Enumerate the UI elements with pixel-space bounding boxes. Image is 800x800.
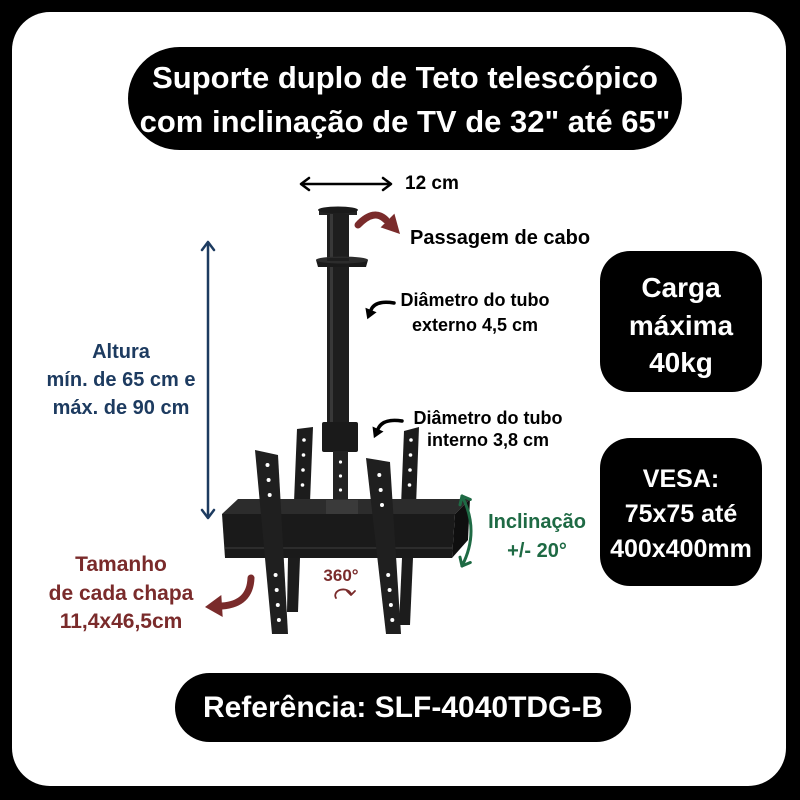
tilt-arrow xyxy=(458,494,473,568)
outer-tube-label-value: externo 4,5 cm xyxy=(411,315,539,335)
cable-pass-disc xyxy=(316,256,368,267)
crossbar xyxy=(222,499,470,558)
tilt-label-value: +/- 20° xyxy=(507,540,567,562)
inner-tube-label-value: interno 3,8 cm xyxy=(426,430,550,450)
outer-tube-label-title: Diâmetro do tubo xyxy=(400,290,550,310)
plate-size-label: Tamanho de cada chapa 11,4x46,5cm xyxy=(21,551,221,637)
vesa-line-2: 75x75 até xyxy=(624,500,738,528)
cable-pass-arrow xyxy=(354,211,400,234)
max-load-badge: Carga máxima 40kg xyxy=(600,251,762,392)
inner-tube-label: Diâmetro do tubo interno 3,8 cm xyxy=(408,407,568,451)
plate-size-label-value: 11,4x46,5cm xyxy=(59,610,183,633)
front-plate-holes xyxy=(265,463,395,622)
title-line-2: com inclinação de TV de 32" até 65" xyxy=(139,104,671,139)
vesa-line-1: VESA: xyxy=(642,465,720,493)
inner-tube xyxy=(333,451,348,503)
back-left-plate xyxy=(294,427,313,502)
inner-tube-label-title: Diâmetro do tubo xyxy=(413,408,563,428)
tilt-label: Inclinação +/- 20° xyxy=(477,508,597,566)
height-dimension-arrow xyxy=(200,240,216,520)
max-load-line-2: máxima xyxy=(628,309,734,341)
height-label-title: Altura xyxy=(92,341,150,363)
width-label: 12 cm xyxy=(405,173,459,194)
front-left-plate xyxy=(255,450,288,634)
inner-tube-arrow xyxy=(372,418,404,439)
max-load-value: 40kg xyxy=(649,347,713,378)
rotation-label: 360° xyxy=(323,566,359,585)
rotate-360-icon xyxy=(334,588,356,599)
title-line-1: Suporte duplo de Teto telescópico xyxy=(152,60,658,95)
height-label-max: máx. de 90 cm xyxy=(52,397,190,419)
outer-tube xyxy=(327,214,349,424)
back-right-leg xyxy=(399,558,413,625)
reference-banner: Referência: SLF-4040TDG-B xyxy=(175,673,631,742)
product-mount-illustration xyxy=(222,206,470,634)
vesa-badge: VESA: 75x75 até 400x400mm xyxy=(600,438,762,586)
plate-size-arrow xyxy=(205,574,255,617)
height-label-min: mín. de 65 cm e xyxy=(46,369,196,391)
outer-tube-arrow xyxy=(365,300,396,320)
tube-coupling xyxy=(322,422,358,452)
ceiling-flange xyxy=(318,206,358,215)
plate-size-label-sub: de cada chapa xyxy=(48,581,194,605)
tilt-label-title: Inclinação xyxy=(488,511,586,533)
width-dimension-arrow xyxy=(299,176,393,192)
reference-text: Referência: SLF-4040TDG-B xyxy=(202,691,604,724)
back-right-plate xyxy=(401,427,419,506)
title-banner: Suporte duplo de Teto telescópico com in… xyxy=(128,47,682,150)
outer-tube-label: Diâmetro do tubo externo 4,5 cm xyxy=(395,288,555,338)
front-right-plate xyxy=(366,458,401,634)
vesa-line-3: 400x400mm xyxy=(610,535,752,563)
back-plate-holes xyxy=(300,438,413,487)
plate-size-label-title: Tamanho xyxy=(75,553,167,576)
height-label: Altura mín. de 65 cm e máx. de 90 cm xyxy=(21,338,221,422)
cable-pass-label: Passagem de cabo xyxy=(410,227,591,249)
back-left-leg xyxy=(287,558,300,612)
max-load-line-1: Carga xyxy=(641,272,721,303)
